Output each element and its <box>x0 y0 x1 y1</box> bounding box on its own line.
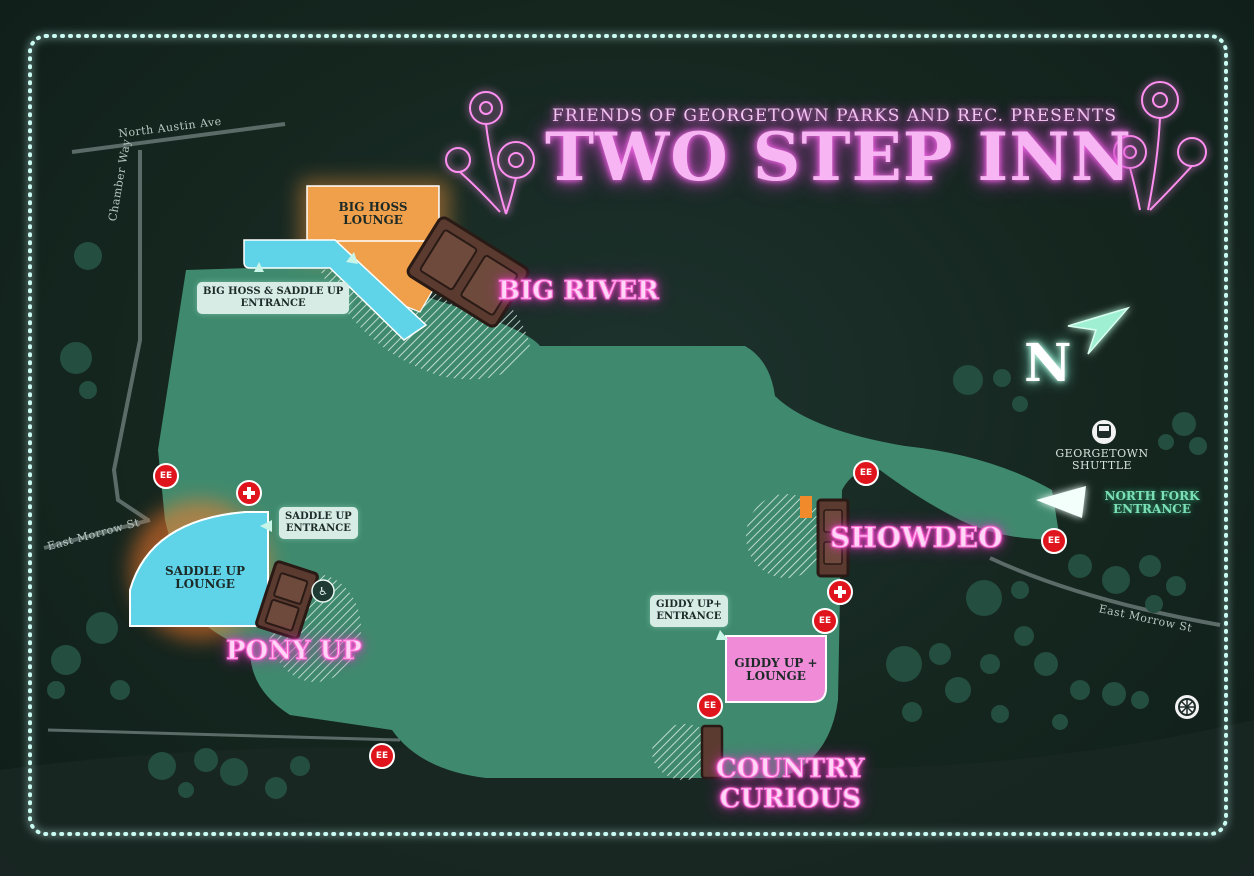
giddy-up-lounge-line1: GIDDY UP + <box>734 656 818 670</box>
saddle-up-lounge-shape <box>129 511 269 627</box>
trees <box>47 242 1207 799</box>
festival-grounds-shape <box>158 266 1060 778</box>
north-fork-entrance-line2: ENTRANCE <box>1113 502 1191 516</box>
saddle-up-lounge-line1: SADDLE UP <box>164 564 246 578</box>
stage-country-curious-line2: CURIOUS <box>719 784 861 815</box>
event-title: TWO STEP INN <box>545 118 1132 196</box>
big-hoss-saddle-up-entrance-label: BIG HOSS & SADDLE UP ENTRANCE <box>197 282 350 314</box>
stage-country-curious-label: COUNTRY CURIOUS <box>716 754 865 815</box>
stage-pony-up-structure <box>255 560 319 640</box>
road-chamber-way <box>111 150 150 522</box>
georgetown-shuttle-label: GEORGETOWN SHUTTLE <box>1046 448 1158 472</box>
showdeo-orange-marker <box>800 496 812 518</box>
road-south <box>47 728 401 742</box>
road-east-morrow-east <box>989 556 1221 627</box>
shuttle-bus-icon-shape <box>1092 420 1116 444</box>
saddle-up-entrance-line2: ENTRANCE <box>285 523 351 534</box>
big-hoss-lounge-label: BIG HOSS LOUNGE <box>307 201 439 227</box>
north-fork-arrow <box>1036 486 1086 518</box>
saddle-up-entrance-label: SADDLE UP ENTRANCE <box>279 507 358 539</box>
big-hoss-walkway <box>243 239 428 341</box>
arrow-giddy-up <box>716 630 728 640</box>
arrow-big-hoss <box>254 262 264 272</box>
road-north-austin <box>71 122 286 154</box>
road-east-morrow-west <box>43 518 151 550</box>
giddy-up-entrance-line2: ENTRANCE <box>656 611 722 622</box>
compass-letter: N <box>1024 333 1072 394</box>
giddy-up-entrance-label: GIDDY UP+ ENTRANCE <box>650 595 728 627</box>
big-hoss-saddle-up-entrance-line1: BIG HOSS & SADDLE UP <box>203 286 344 297</box>
viewing-area-country <box>652 724 716 780</box>
emergency-exit-marker: EE <box>1041 528 1067 554</box>
emergency-exit-marker: EE <box>812 608 838 634</box>
stage-big-river-label: BIG RIVER <box>498 276 660 306</box>
stage-country-curious-line1: COUNTRY <box>716 754 865 785</box>
neon-flowers-right <box>1113 81 1207 211</box>
shuttle-line2: SHUTTLE <box>1071 459 1133 472</box>
north-fork-entrance-line1: NORTH FORK <box>1104 489 1200 503</box>
emergency-exit-marker: EE <box>369 743 395 769</box>
stage-showdeo-label: SHOWDEO <box>830 521 1004 554</box>
saddle-up-entrance-line1: SADDLE UP <box>285 511 352 522</box>
neon-flowers-left <box>445 91 535 215</box>
giddy-up-lounge-label: GIDDY UP + LOUNGE <box>726 657 826 683</box>
stage-country-curious-structure <box>700 724 724 780</box>
emergency-exit-marker: EE <box>153 463 179 489</box>
giddy-up-entrance-line1: GIDDY UP+ <box>656 599 722 610</box>
saddle-up-lounge-label: SADDLE UP LOUNGE <box>150 565 260 591</box>
emergency-exit-marker: EE <box>697 693 723 719</box>
emergency-exit-marker: EE <box>853 460 879 486</box>
giddy-up-lounge-shape <box>725 635 827 703</box>
big-hoss-lounge-line1: BIG HOSS <box>338 200 408 214</box>
wagon-wheel-icon-shape <box>1175 695 1199 719</box>
viewing-area-showdeo <box>746 494 826 578</box>
hill-shadow <box>0 720 1254 876</box>
big-hoss-lounge-box <box>306 185 440 242</box>
big-hoss-lounge-line2: LOUNGE <box>343 213 403 227</box>
saddle-up-lounge-line2: LOUNGE <box>175 577 235 591</box>
north-fork-entrance-label: NORTH FORK ENTRANCE <box>1092 490 1212 516</box>
arrow-saddle-up <box>260 520 272 532</box>
shuttle-line1: GEORGETOWN <box>1055 447 1149 460</box>
stage-showdeo-structure <box>816 498 850 578</box>
presents-line: FRIENDS OF GEORGETOWN PARKS AND REC. PRE… <box>552 106 1118 126</box>
ada-icon-shape: ♿ <box>311 579 335 603</box>
svg-text:♿: ♿ <box>318 585 328 598</box>
arrow-big-hoss-2 <box>346 252 358 264</box>
stage-big-river-structure <box>406 216 530 328</box>
first-aid-icon <box>236 480 262 506</box>
big-hoss-saddle-up-entrance-line2: ENTRANCE <box>240 298 306 309</box>
neon-border <box>28 34 1228 836</box>
first-aid-icon <box>827 579 853 605</box>
giddy-up-lounge-line2: LOUNGE <box>746 669 806 683</box>
compass-arrow <box>1067 306 1131 355</box>
stage-pony-up-label: PONY UP <box>226 636 363 666</box>
